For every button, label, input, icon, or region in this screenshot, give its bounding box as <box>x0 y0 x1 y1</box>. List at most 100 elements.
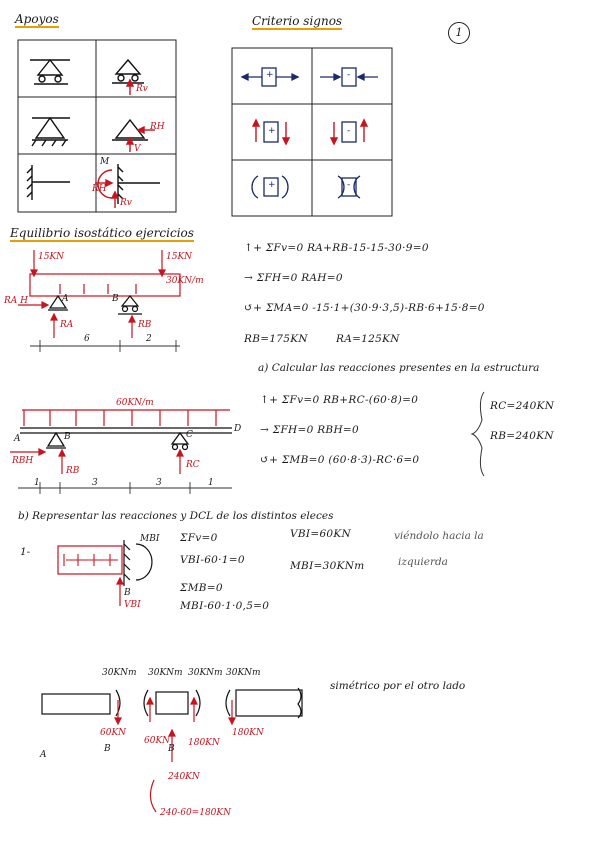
ex2-beam <box>20 427 232 451</box>
partb-title: b) Representar las reacciones y DCL de l… <box>18 510 334 522</box>
fixed-support-icon <box>26 165 70 200</box>
partb-eq-mbi: MBI-60·1·0,5=0 <box>180 600 270 612</box>
ex2-rb: RB <box>66 466 80 476</box>
partb-result-mbi: MBI=30KNm <box>290 560 365 572</box>
axial-arrows <box>240 72 378 82</box>
partb-result-vbi: VBI=60KN <box>290 528 352 540</box>
dcl-elements <box>41 687 303 719</box>
partb-beam <box>57 545 123 575</box>
ex1-dimensions <box>30 340 180 352</box>
shear-arrows <box>251 118 369 146</box>
sign-minus-2: - <box>347 126 351 136</box>
dcl-moment-3: 30KNm <box>188 668 223 678</box>
page-number: 1 <box>448 22 470 44</box>
sign-minus-1: - <box>347 70 351 80</box>
ex2-label-c: C <box>186 430 193 440</box>
ex1-reactions <box>18 301 136 338</box>
ex2-dist-load: 60KN/m <box>116 398 154 408</box>
support-label-rv-fixed: Rv <box>120 198 132 208</box>
ex2-dim-1: 1 <box>34 478 40 488</box>
roller-support-icon <box>30 58 70 85</box>
supports-heading: Apoyos <box>15 12 59 28</box>
partb-eq-vbi: VBI-60·1=0 <box>180 554 245 566</box>
ex1-ra-v: RA <box>60 320 74 330</box>
partb-note-1: viéndolo hacia la <box>394 530 484 542</box>
partb-eq-fv: ΣFv=0 <box>180 532 218 544</box>
ex1-beam <box>29 273 181 297</box>
ex2-dim-2: 3 <box>92 478 98 488</box>
partb-b-label: B <box>124 588 131 598</box>
dcl-label-b2: B <box>168 744 175 754</box>
sign-grid <box>231 47 393 217</box>
partb-item: 1- <box>20 546 31 558</box>
ex1-rb: RB <box>138 320 152 330</box>
support-label-rv: Rv <box>136 84 148 94</box>
sign-plus-3: + <box>268 180 276 190</box>
isostatic-heading: Equilibrio isostático ejercicios <box>10 226 194 242</box>
partb-mbi-label: MBI <box>140 534 160 544</box>
ex2-dim-4: 1 <box>208 478 214 488</box>
ex1-dim-1: 6 <box>84 334 90 344</box>
ex1-label-b: B <box>112 294 119 304</box>
dcl-calc: 240-60=180KN <box>160 808 231 818</box>
ex2-rc: RC <box>186 460 200 470</box>
dcl-label-b1: B <box>104 744 111 754</box>
ex1-loads <box>30 250 166 294</box>
sign-criteria-heading: Criterio signos <box>252 14 343 30</box>
dcl-moment-2: 30KNm <box>148 668 183 678</box>
dcl-shear-arrows <box>114 696 236 813</box>
rh-arrow <box>125 125 155 152</box>
partb-cut <box>123 540 153 586</box>
ex2-result-rb: RB=240KN <box>490 430 554 442</box>
dcl-shear-1: 60KN <box>100 728 127 738</box>
support-label-rh: RH <box>150 122 165 132</box>
ex2-eq-mb: ↺+ ΣMB=0 (60·8·3)-RC·6=0 <box>260 454 420 466</box>
partb-vbi-arrow <box>116 576 124 606</box>
ex2-title: a) Calcular las reacciones presentes en … <box>258 362 540 374</box>
ex2-dist-arrows <box>23 410 217 426</box>
dcl-moment-1: 30KNm <box>102 668 137 678</box>
ex1-eq-fh: → ΣFH=0 RAH=0 <box>244 272 343 284</box>
ex2-rbh: RBH <box>12 456 34 466</box>
sign-minus-3: - <box>347 180 351 190</box>
ex1-load-right: 15KN <box>166 252 193 262</box>
dcl-symmetric-note: simétrico por el otro lado <box>330 680 466 692</box>
ex2-dim-3: 3 <box>156 478 162 488</box>
partb-loads <box>63 554 118 566</box>
ex1-dim-2: 2 <box>146 334 152 344</box>
dcl-total: 240KN <box>168 772 200 782</box>
partb-vbi-label: VBI <box>124 600 141 610</box>
fixed-reaction-arrows <box>95 178 120 208</box>
support-label-v: V <box>134 144 141 154</box>
ex1-supports <box>48 294 142 315</box>
ex1-label-a: A <box>62 294 69 304</box>
partb-eq-mb: ΣMB=0 <box>180 582 223 594</box>
ex2-label-b: B <box>64 432 71 442</box>
sign-plus-1: + <box>266 70 274 80</box>
ex2-dimensions <box>18 482 232 494</box>
roller-support-reaction-icon <box>112 58 144 84</box>
ex1-ra-h: RA H <box>4 296 28 306</box>
partb-note-2: izquierda <box>398 556 448 568</box>
support-label-m: M <box>100 157 110 167</box>
ex2-label-a: A <box>14 434 21 444</box>
rv-arrow-1 <box>125 78 135 95</box>
ex2-result-rc: RC=240KN <box>490 400 555 412</box>
dcl-shear-4: 180KN <box>232 728 264 738</box>
ex1-load-left: 15KN <box>38 252 65 262</box>
ex1-result-ra: RA=125KN <box>336 333 400 345</box>
ex2-eq-fh: → ΣFH=0 RBH=0 <box>260 424 359 436</box>
ex2-reactions <box>10 448 184 474</box>
dcl-moment-4: 30KNm <box>226 668 261 678</box>
pinned-support-icon <box>31 116 70 147</box>
ex1-eq-ma: ↺+ ΣMA=0 -15·1+(30·9·3,5)-RB·6+15·8=0 <box>244 302 485 314</box>
dcl-shear-2: 60KN <box>144 736 171 746</box>
brace <box>470 391 485 477</box>
ex1-result-rb: RB=175KN <box>244 333 308 345</box>
ex1-dist-load: 30KN/m <box>166 276 204 286</box>
dcl-label-a: A <box>40 750 47 760</box>
ex1-eq-fv: ↑+ ΣFv=0 RA+RB-15-15-30·9=0 <box>244 242 429 254</box>
ex2-label-d: D <box>234 424 242 434</box>
ex2-eq-fv: ↑+ ΣFv=0 RB+RC-(60·8)=0 <box>260 394 419 406</box>
